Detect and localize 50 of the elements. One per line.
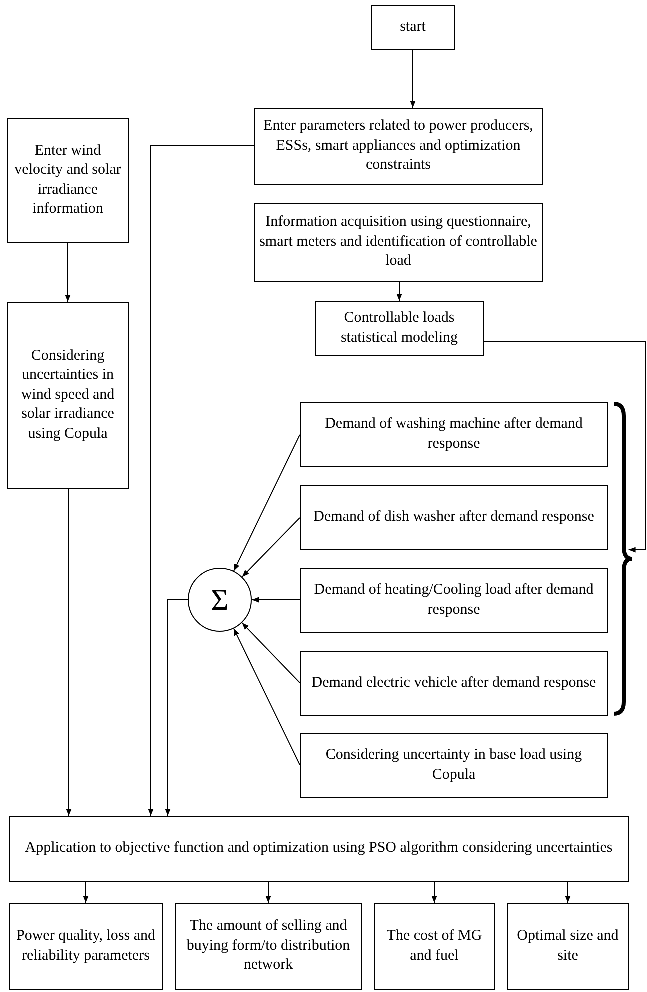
process-box bbox=[374, 903, 495, 990]
process-box bbox=[7, 118, 129, 243]
box-text: Considering uncertainties in wind speed and solar irradiance using Copula bbox=[20, 346, 116, 444]
process-box bbox=[315, 301, 484, 356]
arrow bbox=[410, 50, 416, 108]
process-box bbox=[300, 733, 608, 798]
box-text: Power quality, loss and reliability parameters bbox=[15, 927, 156, 966]
process-box bbox=[371, 5, 455, 50]
box-text: Demand of dish washer after demand response bbox=[314, 508, 594, 527]
box-text: Application to objective function and optimization using PSO algorithm considering uncertainties bbox=[25, 839, 613, 858]
box-text: The amount of selling and buying form/to distribution network bbox=[186, 917, 352, 976]
box-text: Enter parameters related to power producers, ESSs, smart appliances and optimization constraints bbox=[262, 117, 534, 176]
process-box bbox=[7, 302, 129, 489]
arrow bbox=[165, 600, 188, 816]
box-text: Information acquisition using questionnaire, smart meters and identification of controllable load bbox=[259, 213, 538, 272]
process-box bbox=[9, 903, 163, 990]
box-text: start bbox=[400, 18, 426, 37]
arrow bbox=[233, 434, 300, 572]
arrow bbox=[66, 488, 72, 816]
process-box bbox=[507, 903, 629, 990]
box-text: Considering uncertainty in base load using Copula bbox=[324, 746, 584, 784]
box-text: Demand of heating/Cooling load after demand response bbox=[313, 581, 595, 620]
box-text: Σ bbox=[211, 582, 229, 618]
box-text: Enter wind velocity and solar irradiance information bbox=[14, 142, 122, 219]
process-box bbox=[254, 203, 543, 282]
process-box bbox=[300, 568, 608, 633]
process-box bbox=[175, 903, 362, 990]
arrow bbox=[65, 242, 71, 302]
arrow bbox=[266, 882, 272, 904]
arrow bbox=[83, 882, 89, 904]
process-box bbox=[9, 816, 629, 882]
process-box bbox=[300, 402, 608, 467]
box-text: Controllable loads statistical modeling bbox=[340, 309, 460, 348]
box-text: Optimal size and site bbox=[516, 927, 620, 966]
arrow bbox=[565, 882, 571, 904]
process-box bbox=[254, 108, 543, 185]
arrow bbox=[242, 622, 300, 684]
arrow bbox=[252, 597, 300, 603]
arrow bbox=[432, 882, 438, 904]
arrow bbox=[396, 282, 402, 302]
box-text: Demand of washing machine after demand response bbox=[324, 415, 584, 454]
process-box bbox=[300, 651, 608, 716]
arrow bbox=[242, 518, 300, 578]
arrow bbox=[484, 342, 646, 553]
process-box bbox=[300, 485, 608, 550]
sum-circle bbox=[188, 568, 252, 632]
box-text: Demand electric vehicle after demand response bbox=[312, 674, 596, 693]
arrow bbox=[233, 628, 300, 766]
arrow bbox=[148, 146, 254, 816]
box-text: The cost of MG and fuel bbox=[386, 927, 484, 966]
